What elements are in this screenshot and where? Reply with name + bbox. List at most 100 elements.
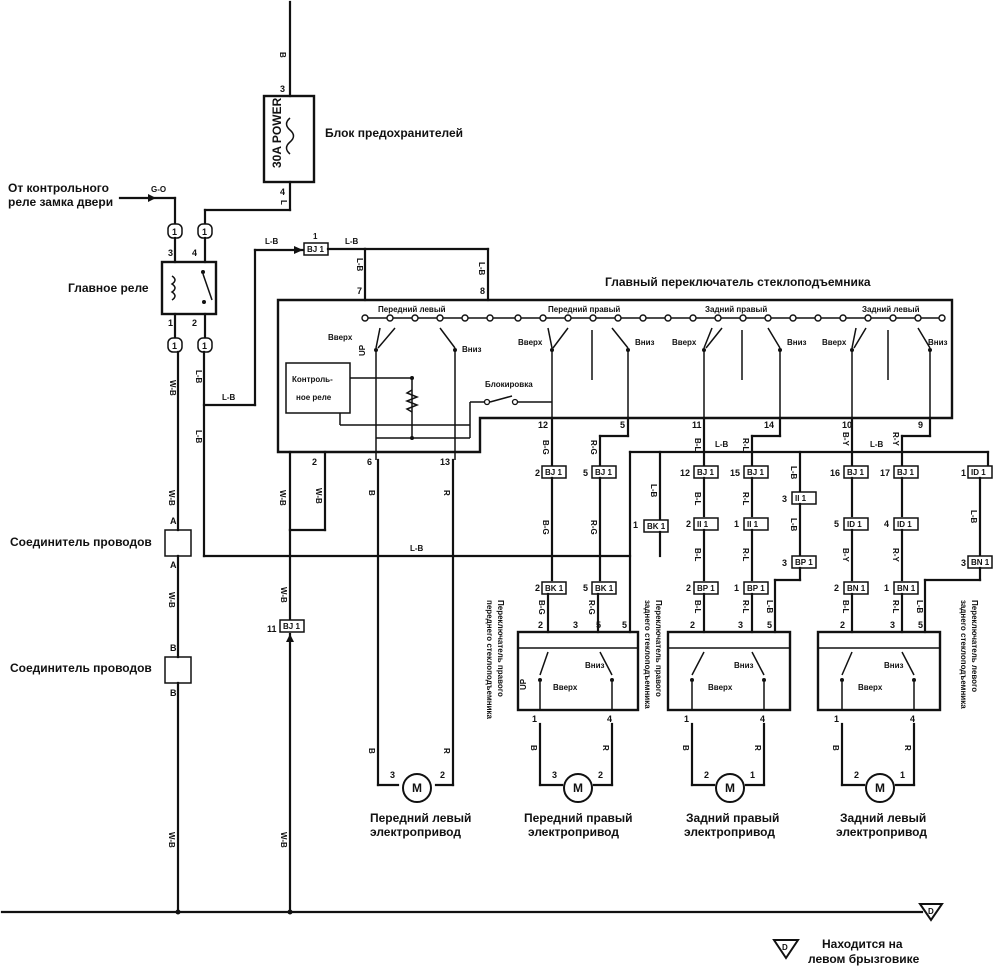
svg-text:2: 2: [538, 620, 543, 630]
svg-text:13: 13: [440, 457, 450, 467]
svg-text:L-B: L-B: [477, 262, 486, 276]
wire-connector-1: [164, 529, 192, 557]
svg-text:B: B: [681, 745, 690, 751]
front-left-motor-circuit: W-B W-B W-B 11 BJ 1 W-B B B R R 3 2 M Пе…: [267, 450, 471, 914]
svg-text:2: 2: [686, 519, 691, 529]
svg-text:2: 2: [686, 583, 691, 593]
svg-text:BK 1: BK 1: [595, 584, 614, 593]
svg-text:1: 1: [168, 318, 173, 328]
svg-text:BJ 1: BJ 1: [897, 468, 914, 477]
svg-text:От контрольного: От контрольного: [8, 181, 109, 195]
svg-text:L-B: L-B: [345, 237, 359, 246]
svg-text:10: 10: [842, 420, 852, 430]
svg-text:L-B: L-B: [789, 466, 798, 480]
svg-text:BP 1: BP 1: [747, 584, 765, 593]
resistor-icon: [404, 389, 420, 413]
svg-text:5: 5: [622, 620, 627, 630]
svg-text:R: R: [753, 745, 762, 751]
svg-text:11: 11: [692, 420, 702, 430]
from-relay-group: От контрольного реле замка двери G-O: [8, 181, 177, 227]
svg-text:3: 3: [280, 84, 285, 94]
svg-text:30A POWER: 30A POWER: [270, 97, 284, 168]
svg-text:Вниз: Вниз: [462, 345, 482, 354]
rear-left-switch: 2 3 5 Вниз Вверх 1 4: [816, 620, 942, 724]
svg-text:4: 4: [760, 714, 765, 724]
svg-text:Передний левый: Передний левый: [370, 811, 471, 825]
svg-text:Главное реле: Главное реле: [68, 281, 149, 295]
svg-text:2: 2: [312, 457, 317, 467]
svg-text:2: 2: [840, 620, 845, 630]
front-right-switch: 2 3 5 5 Вниз Вверх UP 1 4: [516, 620, 640, 724]
svg-text:B-L: B-L: [841, 600, 850, 613]
svg-text:1: 1: [884, 583, 889, 593]
svg-text:A: A: [170, 560, 177, 570]
svg-text:BN 1: BN 1: [847, 584, 866, 593]
svg-text:UP: UP: [358, 344, 367, 356]
svg-text:электропривод: электропривод: [836, 825, 927, 839]
svg-text:Передний левый: Передний левый: [378, 305, 446, 314]
svg-text:реле замка двери: реле замка двери: [8, 195, 113, 209]
rear-left-motor: B R 2 1 M Задний левый электропривод: [831, 722, 927, 839]
svg-text:5: 5: [596, 620, 601, 630]
svg-text:Задний левый: Задний левый: [840, 811, 926, 825]
svg-text:5: 5: [767, 620, 772, 630]
svg-text:Блокировка: Блокировка: [485, 380, 533, 389]
svg-text:BK 1: BK 1: [545, 584, 564, 593]
svg-text:1: 1: [734, 519, 739, 529]
svg-text:L-B: L-B: [265, 237, 279, 246]
svg-text:1: 1: [172, 227, 177, 237]
svg-text:R: R: [442, 490, 451, 496]
svg-text:1: 1: [532, 714, 537, 724]
svg-text:2: 2: [854, 770, 859, 780]
svg-text:Вверх: Вверх: [672, 338, 697, 347]
svg-text:W-B: W-B: [314, 488, 323, 504]
svg-text:BN 1: BN 1: [897, 584, 916, 593]
connector-columns: B-G 2 BJ 1 B-G 2 BK 1 B-G R-G 5 BJ 1 R-G…: [535, 416, 993, 634]
svg-text:Соединитель проводов: Соединитель проводов: [10, 535, 152, 549]
svg-text:2: 2: [192, 318, 197, 328]
svg-text:M: M: [412, 781, 422, 795]
motor-icon: [865, 773, 895, 803]
svg-text:Вниз: Вниз: [928, 338, 948, 347]
svg-text:W-B: W-B: [168, 380, 177, 396]
control-relay: [285, 362, 351, 414]
svg-text:B: B: [170, 643, 177, 653]
svg-text:II 1: II 1: [697, 520, 709, 529]
svg-text:Вверх: Вверх: [518, 338, 543, 347]
svg-text:G-O: G-O: [151, 185, 166, 194]
svg-text:Главный переключатель стеклопо: Главный переключатель стеклоподъемника: [605, 275, 871, 289]
svg-text:ID 1: ID 1: [971, 468, 986, 477]
svg-text:Задний правый: Задний правый: [705, 305, 767, 314]
svg-text:1: 1: [202, 341, 207, 351]
ground-legend: D Находится на левом брызговике: [772, 937, 920, 966]
svg-text:5: 5: [834, 519, 839, 529]
svg-text:1: 1: [684, 714, 689, 724]
svg-text:M: M: [725, 781, 735, 795]
svg-text:B: B: [367, 490, 376, 496]
svg-text:L-B: L-B: [194, 370, 203, 384]
svg-text:R-G: R-G: [589, 520, 598, 535]
svg-text:4: 4: [607, 714, 612, 724]
svg-text:ID 1: ID 1: [847, 520, 862, 529]
svg-text:1: 1: [172, 341, 177, 351]
svg-text:Переключатель правого: Переключатель правого: [654, 600, 663, 697]
main-relay: [160, 260, 218, 316]
svg-text:2: 2: [598, 770, 603, 780]
svg-text:1: 1: [961, 468, 966, 478]
rear-right-motor: B R 2 1 M Задний правый электропривод: [681, 722, 779, 839]
svg-text:17: 17: [880, 468, 890, 478]
svg-text:II 1: II 1: [747, 520, 759, 529]
svg-text:16: 16: [830, 468, 840, 478]
svg-text:BJ 1: BJ 1: [847, 468, 864, 477]
svg-text:A: A: [170, 516, 177, 526]
svg-text:1: 1: [734, 583, 739, 593]
svg-text:Передний правый: Передний правый: [548, 305, 620, 314]
svg-text:W-B: W-B: [167, 490, 176, 506]
svg-text:L-B: L-B: [649, 484, 658, 498]
svg-text:Вверх: Вверх: [708, 683, 733, 692]
svg-text:электропривод: электропривод: [370, 825, 461, 839]
svg-text:R-G: R-G: [587, 600, 596, 615]
svg-text:2: 2: [690, 620, 695, 630]
svg-text:Соединитель проводов: Соединитель проводов: [10, 661, 152, 675]
